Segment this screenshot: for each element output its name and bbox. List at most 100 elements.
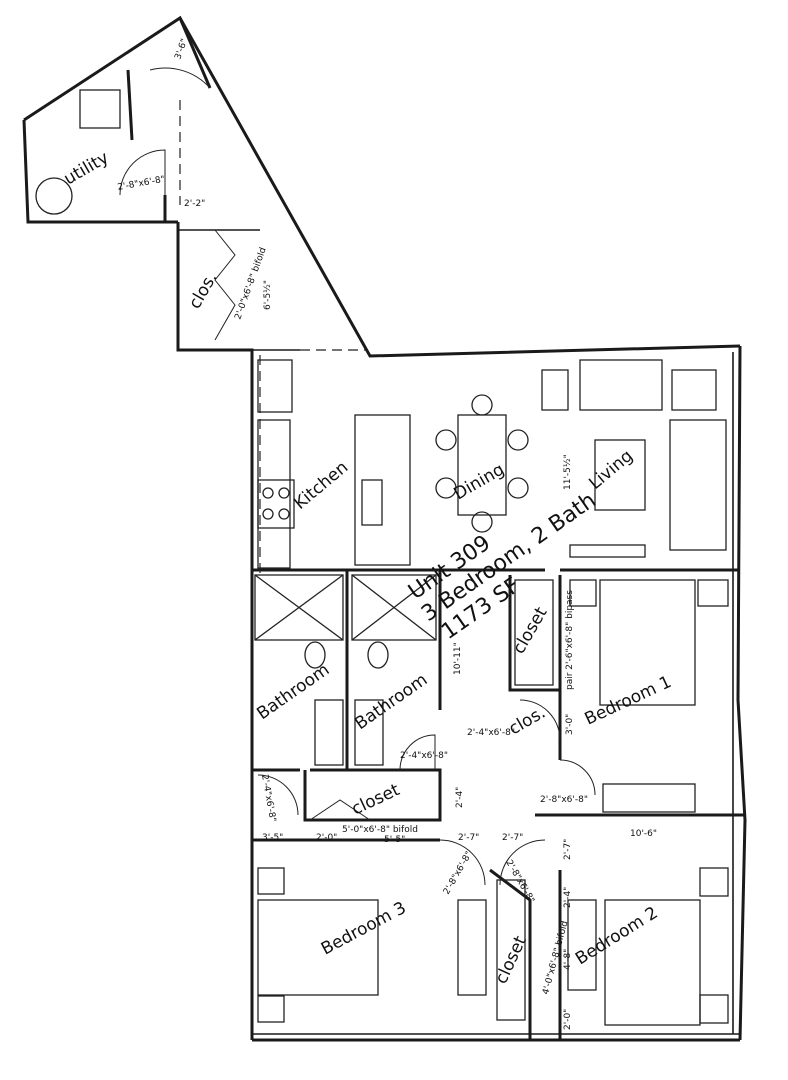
utility-tank <box>35 177 73 215</box>
diagonal-facade-wall <box>178 17 741 358</box>
dim-4-8: 4'-8" <box>563 949 573 970</box>
burner-2 <box>278 487 290 499</box>
hall-closet-walls <box>303 768 442 822</box>
dim-6-5-half: 6'-5½" <box>263 280 273 310</box>
door-swings <box>119 67 596 886</box>
dim-pair-bypass: pair 2'-6"x6'-8" bipass <box>565 590 575 690</box>
dim-2-2: 2'-2" <box>184 199 205 209</box>
utility-top-wall <box>23 15 212 122</box>
stove <box>257 479 295 529</box>
dim-5-5: 5'-5" <box>384 835 405 845</box>
room-label-bedroom-2: Bedroom 2 <box>572 903 662 969</box>
room-label-bedroom-3: Bedroom 3 <box>318 898 410 959</box>
burner-4 <box>278 508 290 520</box>
tub-1 <box>254 574 344 641</box>
room-label-bathroom-1: Bathroom <box>253 660 333 724</box>
dim-bath1-door: 2'-4"x6'-8" <box>259 774 277 823</box>
nightstand-1a <box>569 579 597 607</box>
bed-1 <box>599 579 696 706</box>
water-heater-box <box>79 89 121 129</box>
dim-2-0-b: 2'-0" <box>563 1009 573 1030</box>
room-label-kitchen: Kitchen <box>290 457 352 513</box>
nightstand-2b <box>699 994 729 1024</box>
fixtures <box>35 89 729 1026</box>
dim-11-5-half: 11'-5½" <box>563 454 573 490</box>
utility-left-wall <box>22 119 178 224</box>
dim-2-0-a: 2'-0" <box>316 833 337 843</box>
chair-5 <box>471 394 493 416</box>
room-label-closet-hall: closet <box>349 780 403 820</box>
dim-bed3-door: 2'-8"x6'-8" <box>442 850 475 897</box>
left-exterior-wall <box>176 222 254 1040</box>
bed-3 <box>257 899 379 996</box>
nightstand-1b <box>697 579 729 607</box>
door-swing-bed2 <box>499 839 546 886</box>
kitchen-island <box>354 414 411 566</box>
overhead-lines <box>179 100 365 575</box>
bifold-upper-clos <box>214 229 236 341</box>
sofa <box>669 419 727 551</box>
toilet-1 <box>304 641 326 669</box>
dim-clos-door-bed1: 2'-4"x6'-8" <box>467 728 515 738</box>
room-label-dining: Dining <box>451 460 509 505</box>
nightstand-3a <box>257 867 285 895</box>
tv-console <box>569 544 646 558</box>
dim-bed1-door: 2'-8"x6'-8" <box>540 795 588 805</box>
chair-3 <box>507 429 529 451</box>
utility-partition <box>126 69 134 141</box>
dresser-3 <box>457 899 487 996</box>
loveseat <box>579 359 663 411</box>
door-swing-utility <box>119 149 166 196</box>
dim-3-6-top: 3'-6" <box>173 38 190 61</box>
dim-10-6: 10'-6" <box>630 829 657 839</box>
door-swing-bed3 <box>439 839 486 886</box>
dim-2-4-b: 2'-4" <box>563 887 573 908</box>
bifold-hall-closet <box>309 799 371 821</box>
tub-2 <box>351 574 437 641</box>
dimension-labels: 3'-6" 2'-8"x6'-8" 2'-2" 6'-5½" 2'-0"x6'-… <box>117 38 657 1030</box>
chair-1 <box>435 429 457 451</box>
dresser-1 <box>602 783 696 813</box>
bed-2 <box>604 899 701 1026</box>
island-sink <box>361 479 383 526</box>
room-label-bedroom-1: Bedroom 1 <box>582 672 675 729</box>
chair-6 <box>471 511 493 533</box>
burner-1 <box>262 487 274 499</box>
dim-2-7-a: 2'-7" <box>458 833 479 843</box>
burner-3 <box>262 508 274 520</box>
chair-2 <box>435 477 457 499</box>
closet-bed1-rail <box>514 579 554 686</box>
vanity-2 <box>354 699 384 766</box>
interior-walls <box>126 69 745 1040</box>
dim-bath-door: 2'-4"x6'-8" <box>400 751 448 761</box>
door-swing-bed1 <box>559 759 596 796</box>
dim-2-4-hall: 2'-4" <box>455 787 465 808</box>
exterior-walls <box>22 15 747 1042</box>
closet-bed2-rail <box>496 879 526 1021</box>
coffee-table <box>594 439 646 511</box>
room-label-living: Living <box>585 446 637 494</box>
dim-3-0: 3'-0" <box>565 714 575 735</box>
door-swing-bed1-clos <box>519 699 561 741</box>
armchair <box>671 369 717 411</box>
dim-3-5: 3'-5" <box>262 833 283 843</box>
room-label-utility: utility <box>61 148 113 189</box>
tub-2-x-b <box>351 574 437 641</box>
right-exterior-wall <box>736 345 747 1041</box>
dim-bed2-door: 2'-8"x6'-8" <box>503 859 536 906</box>
dim-closet-bifold: 5'-0"x6'-8" bifold <box>342 825 418 835</box>
dim-10-11: 10'-11" <box>453 642 463 675</box>
dim-2-7-b: 2'-7" <box>502 833 523 843</box>
dresser-2 <box>567 899 597 991</box>
door-swing-bath2 <box>399 734 436 771</box>
room-labels: utility clos. Kitchen Dining Living Bath… <box>61 148 675 987</box>
fridge <box>257 359 293 413</box>
door-swing-top <box>149 67 211 89</box>
tub-1-x-b <box>254 574 344 641</box>
dim-2-7-c: 2'-7" <box>563 839 573 860</box>
door-swing-bath1 <box>257 774 299 816</box>
nightstand-3b <box>257 995 285 1023</box>
room-label-clos-upper: clos. <box>185 269 222 313</box>
room-label-bathroom-2: Bathroom <box>351 670 431 734</box>
